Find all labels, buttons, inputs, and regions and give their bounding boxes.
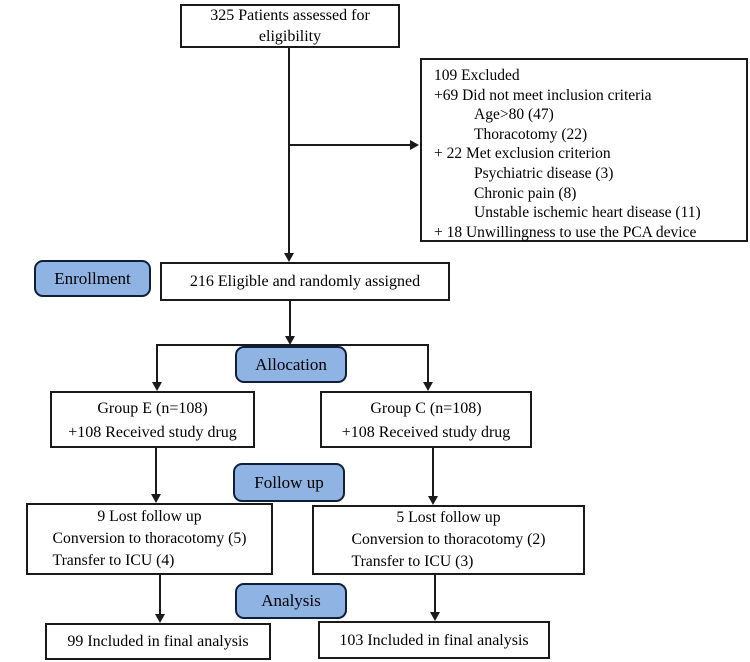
enrollment-stage-badge: Enrollment xyxy=(34,260,151,297)
followup-c-transfer: Transfer to ICU (3) xyxy=(351,552,474,570)
followup-stage-badge: Follow up xyxy=(233,463,345,502)
connector-assessed-to-eligible xyxy=(288,48,290,253)
group-e-received: +108 Received study drug xyxy=(68,423,237,441)
allocation-stage-label: Allocation xyxy=(255,354,327,374)
group-e-title: Group E (n=108) xyxy=(97,399,208,417)
eligible-randomized-box: 216 Eligible and randomly assigned xyxy=(160,262,450,301)
connector-followup-e-to-final xyxy=(159,575,161,614)
excluded-line: Thoracotomy (22) xyxy=(474,125,588,143)
followup-e-details: 9 Lost follow up Conversion to thoracoto… xyxy=(53,506,247,571)
group-c-received: +108 Received study drug xyxy=(341,423,511,441)
followup-c-lost: 5 Lost follow up xyxy=(396,509,501,527)
followup-e-transfer: Transfer to ICU (4) xyxy=(52,551,175,569)
connector-to-excluded xyxy=(289,144,410,146)
arrowhead-to-eligible xyxy=(284,253,294,262)
group-c-box: Group C (n=108) +108 Received study drug xyxy=(320,391,532,448)
followup-c-details: 5 Lost follow up Conversion to thoracoto… xyxy=(352,507,546,572)
arrowhead-to-final-e xyxy=(155,614,165,623)
connector-split-to-group-c xyxy=(427,344,429,382)
assessed-eligibility-box: 325 Patients assessed for eligibility xyxy=(180,4,400,48)
followup-stage-label: Follow up xyxy=(254,472,324,492)
connector-followup-c-to-final xyxy=(434,575,436,612)
arrowhead-to-followup-c xyxy=(428,496,438,505)
analysis-stage-label: Analysis xyxy=(261,591,321,610)
group-c-title: Group C (n=108) xyxy=(370,399,482,417)
eligible-randomized-text: 216 Eligible and randomly assigned xyxy=(189,273,421,290)
analysis-stage-badge: Analysis xyxy=(235,583,347,619)
excluded-line: + 22 Met exclusion criterion xyxy=(434,145,611,163)
excluded-line: + 18 Unwillingness to use the PCA device xyxy=(434,223,697,241)
arrowhead-to-group-e xyxy=(152,382,162,391)
arrowhead-to-final-c xyxy=(430,612,440,621)
excluded-line: +69 Did not meet inclusion criteria xyxy=(434,86,652,104)
final-analysis-e-text: 99 Included in final analysis xyxy=(67,633,249,650)
allocation-stage-badge: Allocation xyxy=(235,346,347,383)
followup-c-conversion: Conversion to thoracotomy (2) xyxy=(351,531,546,549)
excluded-line: Psychiatric disease (3) xyxy=(474,164,614,182)
final-analysis-c-text: 103 Included in final analysis xyxy=(339,631,529,649)
followup-e-conversion: Conversion to thoracotomy (5) xyxy=(52,530,247,548)
excluded-box: 109 Excluded +69 Did not meet inclusion … xyxy=(420,58,748,242)
arrowhead-to-group-c xyxy=(423,382,433,391)
final-analysis-c-box: 103 Included in final analysis xyxy=(318,621,550,659)
excluded-line: Unstable ischemic heart disease (11) xyxy=(474,204,701,222)
arrowhead-to-allocation-split xyxy=(285,336,295,345)
excluded-list: 109 Excluded +69 Did not meet inclusion … xyxy=(422,60,746,242)
arrowhead-to-excluded xyxy=(410,140,419,150)
allocation-split-line xyxy=(156,344,429,346)
excluded-line: 109 Excluded xyxy=(434,67,520,84)
final-analysis-e-box: 99 Included in final analysis xyxy=(45,623,271,660)
excluded-line: Age>80 (47) xyxy=(474,106,554,124)
arrowhead-to-followup-e xyxy=(151,494,161,503)
connector-group-c-to-followup xyxy=(432,448,434,496)
followup-e-box: 9 Lost follow up Conversion to thoracoto… xyxy=(26,503,273,575)
followup-c-box: 5 Lost follow up Conversion to thoracoto… xyxy=(312,505,585,575)
assessed-eligibility-text: 325 Patients assessed for eligibility xyxy=(210,7,370,45)
followup-e-lost: 9 Lost follow up xyxy=(97,508,202,526)
connector-group-e-to-followup xyxy=(155,448,157,494)
connector-split-to-group-e xyxy=(156,344,158,382)
excluded-line: Chronic pain (8) xyxy=(474,184,577,202)
enrollment-stage-label: Enrollment xyxy=(54,268,131,288)
group-e-box: Group E (n=108) +108 Received study drug xyxy=(50,391,255,448)
connector-eligible-to-allocation xyxy=(289,301,291,337)
